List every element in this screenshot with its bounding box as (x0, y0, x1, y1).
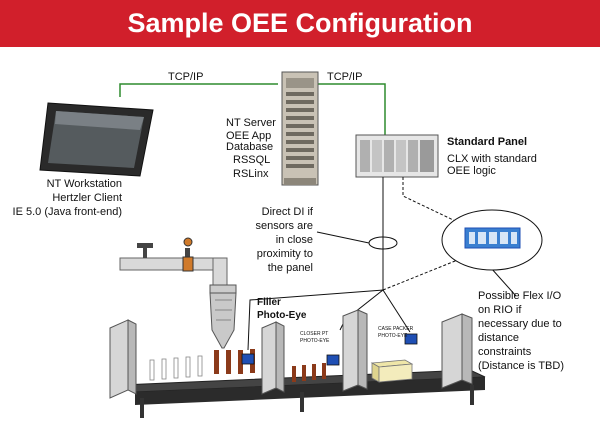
panel-title: Standard Panel (447, 136, 527, 148)
flex-io-line: constraints (478, 346, 532, 358)
flex-io-line: necessary due to (478, 318, 562, 330)
server-tower-icon (281, 71, 319, 186)
flex-io-line: (Distance is TBD) (478, 360, 564, 372)
closer-sensor-label: CLOSER PT (300, 331, 328, 337)
case-box-icon (370, 359, 414, 383)
workstation-monitor-icon (39, 102, 154, 177)
workstation-line: NT Workstation (47, 178, 122, 190)
end-guard-cabinet (441, 313, 473, 389)
panel-line: OEE logic (447, 165, 496, 177)
workstation-line: IE 5.0 (Java front-end) (13, 206, 122, 218)
case-packer-cabinet (342, 309, 368, 392)
workstation-line: Hertzler Client (52, 192, 122, 204)
case-packer-sensor-label: CASE PACKER (378, 326, 414, 332)
clx-chassis-icon (355, 134, 439, 178)
flex-io-icon (441, 209, 543, 271)
flex-io-note: Possible Flex I/O on RIO if necessary du… (478, 290, 564, 372)
network-links (119, 83, 386, 135)
server-line: Database (226, 141, 273, 153)
case-packer-photo-eye-icon (404, 333, 418, 345)
direct-di-line: the panel (268, 262, 313, 274)
filler-label: Filler (257, 297, 281, 308)
closer-sensor-label: PHOTO-EYE (300, 338, 330, 344)
direct-di-line: sensors are (256, 220, 313, 232)
title-banner (0, 0, 600, 47)
case-packer-sensor-label: PHOTO-EYE (378, 333, 408, 339)
server-line: RSLinx (233, 168, 269, 180)
tcp-label-left: TCP/IP (168, 71, 203, 83)
conveyor-guard-left (109, 319, 137, 399)
server-line: OEE App (226, 130, 271, 142)
panel-line: CLX with standard (447, 153, 537, 165)
direct-di-line: Direct DI if (262, 206, 314, 218)
filler-photo-eye-icon (241, 353, 255, 365)
filler-label: Photo-Eye (257, 310, 307, 321)
flex-io-line: distance (478, 332, 519, 344)
page-title: Sample OEE Configuration (127, 8, 473, 38)
closer-photo-eye-icon (326, 354, 340, 366)
direct-di-line: in close (276, 234, 313, 246)
flex-io-line: Possible Flex I/O (478, 290, 562, 302)
workstation-label: NT Workstation Hertzler Client IE 5.0 (J… (13, 178, 122, 218)
direct-di-note: Direct DI if sensors are in close proxim… (256, 206, 314, 274)
server-line: NT Server (226, 117, 276, 129)
product-piping (119, 237, 228, 289)
server-label: NT Server OEE App Database RSSQL RSLinx (226, 117, 276, 180)
flex-io-line: on RIO if (478, 304, 522, 316)
closer-cabinet (261, 321, 285, 395)
server-line: RSSQL (233, 154, 270, 166)
direct-di-line: proximity to (257, 248, 313, 260)
filler-machine-icon (209, 284, 237, 349)
tcp-label-right: TCP/IP (327, 71, 362, 83)
